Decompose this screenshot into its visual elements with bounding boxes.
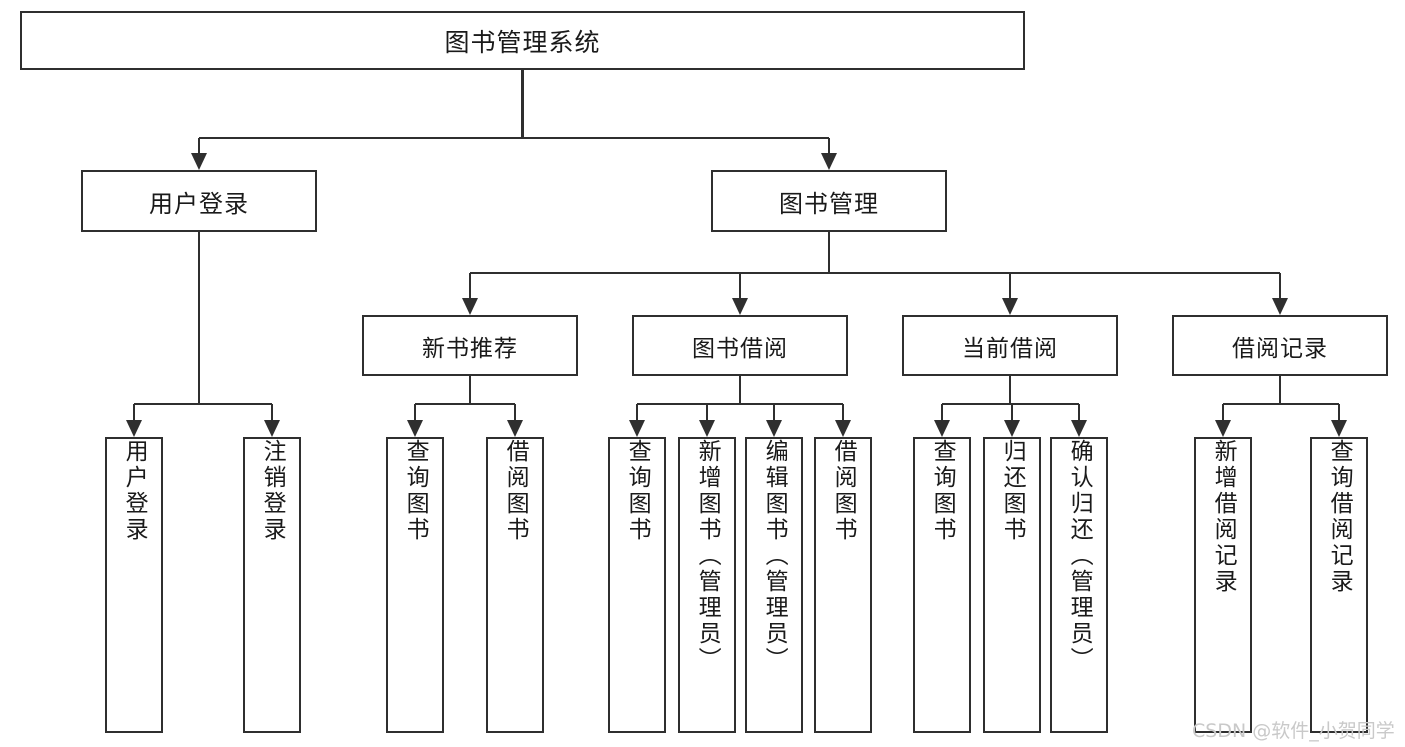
watermark: CSDN @软件_小贺同学 <box>1192 720 1395 742</box>
arrow-head-icon <box>821 153 837 170</box>
edge-bookmgmt-to-child-2 <box>1008 273 1012 298</box>
arrow-head-icon <box>1004 420 1020 437</box>
node-label: 查询图书 <box>929 439 956 543</box>
arrow-head-icon <box>126 420 142 437</box>
leaf-user-login[interactable]: 用户登录 <box>105 437 163 733</box>
node-label: 编辑图书（管理员） <box>761 439 788 673</box>
edge-newbook-to-leaf-0 <box>413 404 417 420</box>
node-label: 确认归还（管理员） <box>1066 439 1093 673</box>
leaf-query-borrowing-record[interactable]: 查询借阅记录 <box>1310 437 1368 733</box>
node-label: 新书推荐 <box>422 335 518 362</box>
leaf-borrow-books-recommendation[interactable]: 借阅图书 <box>486 437 544 733</box>
arrow-head-icon <box>1272 298 1288 315</box>
leaf-return-books[interactable]: 归还图书 <box>983 437 1041 733</box>
edge-bookmgmt-to-child-3 <box>1278 273 1282 298</box>
node-label: 借阅记录 <box>1232 335 1328 362</box>
leaf-add-borrowing-record[interactable]: 新增借阅记录 <box>1194 437 1252 733</box>
node-label: 图书借阅 <box>692 335 788 362</box>
edge-bookmgmt-to-child-1 <box>738 273 742 298</box>
node-label: 新增图书（管理员） <box>694 439 721 673</box>
arrow-head-icon <box>835 420 851 437</box>
arrow-head-icon <box>1071 420 1087 437</box>
edge-borrow-stem <box>738 376 742 404</box>
node-label: 注销登录 <box>259 439 286 543</box>
arrow-head-icon <box>1331 420 1347 437</box>
edge-current-to-leaf-1 <box>1010 404 1014 420</box>
arrow-head-icon <box>462 298 478 315</box>
arrow-head-icon <box>699 420 715 437</box>
edge-bookmgmt-stem <box>827 232 831 273</box>
arrow-head-icon <box>264 420 280 437</box>
edge-bookmgmt-to-child-0 <box>468 273 472 298</box>
node-borrowing-records[interactable]: 借阅记录 <box>1172 315 1388 376</box>
edge-current-bus <box>942 402 1079 406</box>
edge-root-to-child-0 <box>197 138 201 153</box>
leaf-query-books-borrowing[interactable]: 查询图书 <box>608 437 666 733</box>
edge-root-to-child-1 <box>827 138 831 153</box>
edge-records-stem <box>1278 376 1282 404</box>
edge-root-stem <box>521 70 524 138</box>
node-current-borrowing[interactable]: 当前借阅 <box>902 315 1118 376</box>
edge-newbook-stem <box>468 376 472 404</box>
node-label: 查询借阅记录 <box>1326 439 1353 595</box>
edge-userlogin-to-leaf-0 <box>132 404 136 420</box>
arrow-head-icon <box>1215 420 1231 437</box>
arrow-head-icon <box>191 153 207 170</box>
edge-borrow-to-leaf-1 <box>705 404 709 420</box>
node-book-borrowing[interactable]: 图书借阅 <box>632 315 848 376</box>
leaf-borrow-books[interactable]: 借阅图书 <box>814 437 872 733</box>
edge-records-to-leaf-0 <box>1221 404 1225 420</box>
node-book-management[interactable]: 图书管理 <box>711 170 947 232</box>
edge-records-to-leaf-1 <box>1337 404 1341 420</box>
edge-records-bus <box>1223 402 1339 406</box>
leaf-confirm-return-admin[interactable]: 确认归还（管理员） <box>1050 437 1108 733</box>
node-user-login[interactable]: 用户登录 <box>81 170 317 232</box>
edge-root-bus <box>199 136 829 140</box>
node-label: 查询图书 <box>624 439 651 543</box>
leaf-query-books-current[interactable]: 查询图书 <box>913 437 971 733</box>
edge-borrow-to-leaf-0 <box>635 404 639 420</box>
edge-current-to-leaf-0 <box>940 404 944 420</box>
edge-newbook-to-leaf-1 <box>513 404 517 420</box>
node-root-book-management-system[interactable]: 图书管理系统 <box>20 11 1025 70</box>
node-label: 新增借阅记录 <box>1210 439 1237 595</box>
edge-newbook-bus <box>415 402 515 406</box>
arrow-head-icon <box>507 420 523 437</box>
edge-current-stem <box>1008 376 1012 404</box>
edge-userlogin-bus <box>134 402 272 406</box>
node-label: 借阅图书 <box>830 439 857 543</box>
node-label: 归还图书 <box>999 439 1026 543</box>
arrow-head-icon <box>766 420 782 437</box>
edge-bookmgmt-bus <box>470 271 1280 275</box>
edge-userlogin-to-leaf-1 <box>270 404 274 420</box>
node-label: 查询图书 <box>402 439 429 543</box>
node-new-book-recommendation[interactable]: 新书推荐 <box>362 315 578 376</box>
leaf-query-books-recommendation[interactable]: 查询图书 <box>386 437 444 733</box>
arrow-head-icon <box>732 298 748 315</box>
arrow-head-icon <box>1002 298 1018 315</box>
edge-borrow-to-leaf-2 <box>772 404 776 420</box>
arrow-head-icon <box>934 420 950 437</box>
node-label: 用户登录 <box>149 189 249 218</box>
leaf-edit-book-admin[interactable]: 编辑图书（管理员） <box>745 437 803 733</box>
edge-borrow-bus <box>637 402 843 406</box>
arrow-head-icon <box>629 420 645 437</box>
edge-userlogin-stem <box>197 232 201 404</box>
arrow-head-icon <box>407 420 423 437</box>
leaf-add-book-admin[interactable]: 新增图书（管理员） <box>678 437 736 733</box>
node-label: 图书管理 <box>779 189 879 218</box>
node-label: 用户登录 <box>121 439 148 543</box>
leaf-logout[interactable]: 注销登录 <box>243 437 301 733</box>
node-label: 图书管理系统 <box>444 27 601 57</box>
edge-borrow-to-leaf-3 <box>841 404 845 420</box>
node-label: 当前借阅 <box>962 335 1058 362</box>
edge-current-to-leaf-2 <box>1077 404 1081 420</box>
node-label: 借阅图书 <box>502 439 529 543</box>
